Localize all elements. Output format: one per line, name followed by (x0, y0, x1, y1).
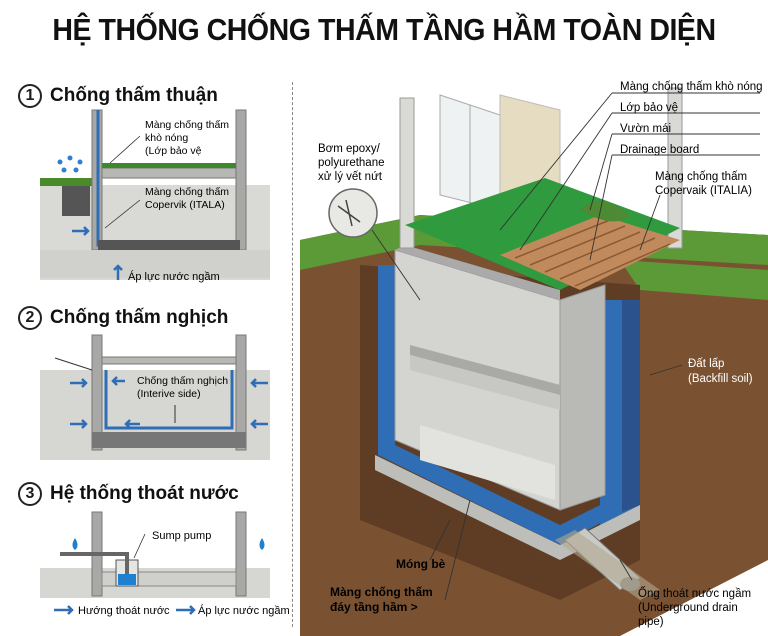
water-drops-icon (57, 155, 83, 173)
top-slab (101, 356, 237, 365)
green-membrane (102, 163, 236, 168)
floor-slab (420, 425, 555, 500)
wall-top (395, 245, 560, 300)
section-1-number: 1 (18, 84, 42, 108)
drainage-board-side (622, 300, 640, 512)
label-epoxy-2: polyurethane (318, 157, 385, 169)
diagram-drainage-system: Sump pump Hướng thoát nước Áp lực nước n… (40, 511, 290, 617)
section-1-heading: 1 Chống thấm thuận (18, 84, 218, 108)
label-roof-garden: Vườn mái (620, 123, 671, 135)
label-epoxy-3: xử lý vết nứt (318, 171, 383, 183)
plant-bush-icon (580, 201, 630, 222)
injection-needle-icon (337, 199, 361, 227)
legend-pressure: Áp lực nước ngầm (198, 604, 290, 617)
label-groundwater: Áp lực nước ngầm (128, 270, 220, 283)
label-epoxy-1: Bơm epoxy/ (318, 143, 381, 155)
label-membrane-2: Màng chống thấm (145, 186, 229, 198)
mid-slab (410, 345, 560, 395)
up-arrow-icon (113, 264, 123, 280)
leader-line (109, 135, 141, 164)
label-copervik: Copervik (ITALA) (145, 199, 225, 211)
pressure-arrow-icon (176, 605, 196, 615)
diagram-negative-waterproofing: Chống thấm nghịch (Interive side) (40, 334, 270, 460)
side-soil (62, 186, 90, 216)
section-3-heading: 3 Hệ thống thoát nước (18, 482, 239, 506)
column-right (667, 87, 683, 249)
diagram-direct-waterproofing: Màng chống thấm khò nóng (Lớp bảo vệ Màn… (40, 109, 270, 283)
sub-ground (40, 250, 270, 278)
label-floor-membrane-1: Màng chống thấm (330, 585, 433, 599)
label-interior: (Interive side) (137, 388, 201, 400)
label-membrane-hot: Màng chống thấm khò nóng (620, 81, 763, 93)
interior-membrane-line (104, 370, 234, 430)
section-3-title: Hệ thống thoát nước (50, 483, 239, 504)
section-2-number: 2 (18, 306, 42, 330)
label-pipe-3: pipe) (638, 616, 664, 628)
drainage-board-ribs (514, 219, 671, 287)
label-pipe-1: Ống thoát nước ngầm (638, 586, 751, 600)
page-title: HỆ THỐNG CHỐNG THẤM TẦNG HẦM TOÀN DIỆN (52, 12, 716, 47)
leader-line (104, 199, 141, 229)
sump-water (118, 574, 136, 585)
pressure-arrow-icon (72, 226, 90, 236)
section-3-number: 3 (18, 482, 42, 506)
legend-drain: Hướng thoát nước (78, 605, 170, 617)
label-backfill-2: (Backfill soil) (688, 373, 753, 385)
front-right-wall (559, 284, 606, 511)
base-slab (98, 240, 240, 252)
drain-direction-arrow-icon (54, 605, 74, 615)
leader-line (133, 533, 146, 559)
water-drop-icon (259, 538, 265, 550)
label-copervaik-2: Copervaik (ITALIA) (655, 185, 752, 197)
label-backfill-1: Đất lấp (688, 358, 724, 370)
label-hot: khò nóng (145, 132, 188, 144)
outer-membrane (378, 265, 615, 545)
pressure-arrows-icon (70, 376, 268, 429)
label-drainage-board: Drainage board (620, 144, 699, 156)
label-negative: Chống thấm nghịch (137, 375, 228, 387)
leader-lines (429, 92, 760, 601)
column-left (399, 97, 415, 249)
label-copervaik-1: Màng chống thấm (655, 171, 747, 183)
label-protect: (Lớp bảo vệ (145, 145, 202, 157)
label-raft: Móng bè (396, 557, 446, 571)
label-floor-membrane-2: đáy tầng hầm > (330, 600, 418, 614)
grass-right (620, 260, 768, 300)
gravel-bed (555, 530, 660, 600)
leader-line (371, 229, 421, 301)
section-2-heading: 2 Chống thấm nghịch (18, 306, 228, 330)
section-1-title: Chống thấm thuận (50, 85, 218, 106)
column-divider (292, 82, 293, 627)
label-protect-layer: Lớp bảo vệ (620, 102, 678, 114)
right-wall (235, 334, 247, 451)
label-pipe-2: (Underground drain (638, 602, 738, 614)
pipe-line (54, 357, 93, 371)
label-membrane: Màng chống thấm (145, 119, 229, 131)
left-wall (91, 334, 103, 451)
section-2-title: Chống thấm nghịch (50, 307, 229, 328)
mid-slab-face (410, 355, 560, 410)
grass-strip (40, 178, 95, 186)
crack-injection-inset (328, 188, 378, 238)
water-drop-icon (72, 538, 78, 550)
right-wall (235, 511, 247, 597)
pump-pipe (60, 552, 129, 574)
label-sump-pump: Sump pump (152, 530, 211, 542)
base-slab (92, 432, 246, 448)
